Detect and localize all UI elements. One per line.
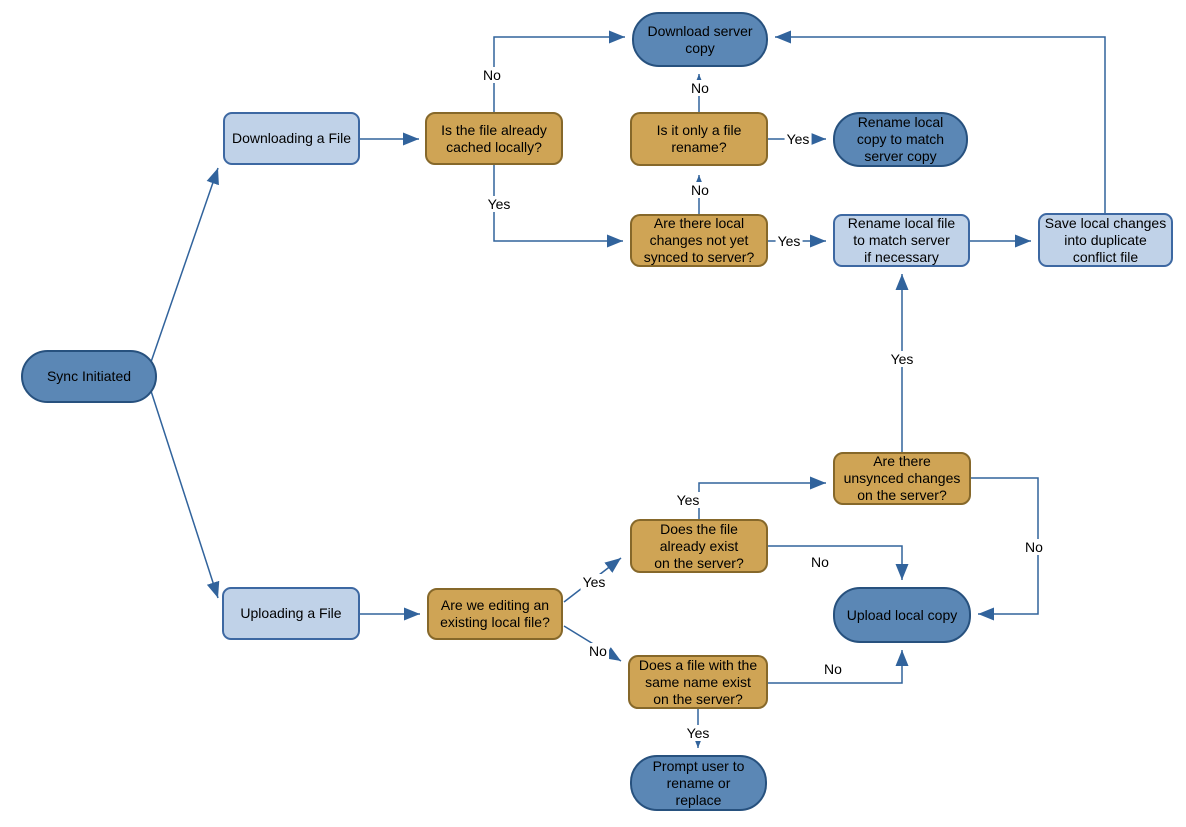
node-downloading-a-file: Downloading a File [223, 112, 360, 165]
edge-sync-to-downloading [150, 167, 219, 363]
node-is-file-cached: Is the file already cached locally? [425, 112, 563, 165]
edge-file-exist-no-to-upload [768, 545, 909, 580]
edge-label-file-exist-yes: Yes [674, 492, 702, 508]
node-does-file-exist: Does the file already exist on the serve… [630, 519, 768, 573]
node-rename-local-file: Rename local file to match server if nec… [833, 214, 970, 267]
edge-cached-yes-to-local-changes [493, 165, 623, 248]
node-rename-local-copy: Rename local copy to match server copy [833, 112, 968, 167]
node-upload-local-copy: Upload local copy [833, 587, 971, 643]
edge-label-editing-no: No [587, 643, 609, 659]
edge-sync-to-uploading [150, 390, 220, 599]
node-save-local-changes: Save local changes into duplicate confli… [1038, 213, 1173, 267]
edge-label-local-changes-yes: Yes [775, 233, 803, 249]
node-are-local-changes: Are there local changes not yet synced t… [630, 214, 768, 267]
edge-file-exist-yes-to-unsynced [698, 476, 826, 519]
edge-label-local-changes-no: No [689, 182, 711, 198]
edge-label-same-name-yes: Yes [684, 725, 712, 741]
edge-label-only-rename-no: No [689, 80, 711, 96]
edge-label-cached-no: No [481, 67, 503, 83]
edge-label-cached-yes: Yes [485, 196, 513, 212]
node-are-we-editing: Are we editing an existing local file? [427, 588, 563, 640]
edge-label-unsynced-no: No [1023, 539, 1045, 555]
edge-same-name-no-to-upload [768, 650, 909, 684]
node-download-server-copy: Download server copy [632, 12, 768, 67]
edge-label-file-exist-no: No [809, 554, 831, 570]
node-are-unsynced-changes: Are there unsynced changes on the server… [833, 452, 971, 505]
node-does-same-name: Does a file with the same name exist on … [628, 655, 768, 709]
node-sync-initiated: Sync Initiated [21, 350, 157, 403]
edge-save-changes-to-download-copy [775, 30, 1106, 213]
edge-label-same-name-no: No [822, 661, 844, 677]
node-is-only-rename: Is it only a file rename? [630, 112, 768, 166]
edge-label-only-rename-yes: Yes [784, 131, 812, 147]
edge-cached-no-to-download-copy [493, 30, 625, 112]
edge-label-unsynced-yes: Yes [888, 351, 916, 367]
edge-label-editing-yes: Yes [580, 574, 608, 590]
node-uploading-a-file: Uploading a File [222, 587, 360, 640]
node-prompt-user: Prompt user to rename or replace [630, 755, 767, 811]
